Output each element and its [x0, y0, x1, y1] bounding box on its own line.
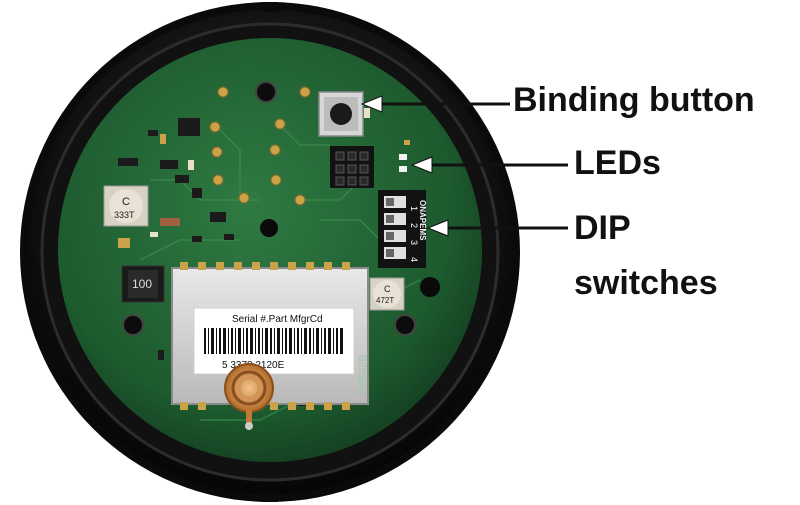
cap-right-top-label: C: [384, 284, 391, 294]
module-label-header: Serial #.Part MfgrCd: [232, 314, 323, 325]
binding-button-label: Binding button: [513, 81, 755, 119]
capacitor-left: C 333T: [103, 185, 149, 227]
dip-switches-label-line1: DIP: [574, 209, 631, 247]
dip-switch-block: ONAPEMS 1 2 3 4: [378, 190, 427, 268]
dip-brand: ONAPEMS: [418, 200, 427, 241]
binding-button: [318, 91, 364, 137]
inductor-label: 100: [132, 277, 152, 291]
cap-left-top-label: C: [122, 196, 130, 208]
dip-number-3: 3: [409, 240, 419, 245]
dip-number-2: 2: [409, 223, 419, 228]
pin-header: [330, 146, 374, 188]
callout-arrows: [360, 95, 568, 237]
capacitor-right: C 472T: [369, 277, 405, 311]
cap-right-bottom-label: 472T: [376, 296, 394, 305]
circuit-board: ONAPEMS 1 2 3 4: [58, 38, 482, 462]
dip-number-1: 1: [409, 206, 419, 211]
leds: [399, 140, 410, 172]
cap-left-bottom-label: 333T: [114, 210, 135, 220]
dip-switches-label-line2: switches: [574, 264, 718, 302]
leds-label: LEDs: [574, 144, 661, 182]
dip-number-4: 4: [409, 257, 419, 262]
antenna-coil: [224, 363, 274, 430]
inductor: 100: [121, 265, 165, 303]
pcb-code: 209542B: [358, 355, 369, 395]
